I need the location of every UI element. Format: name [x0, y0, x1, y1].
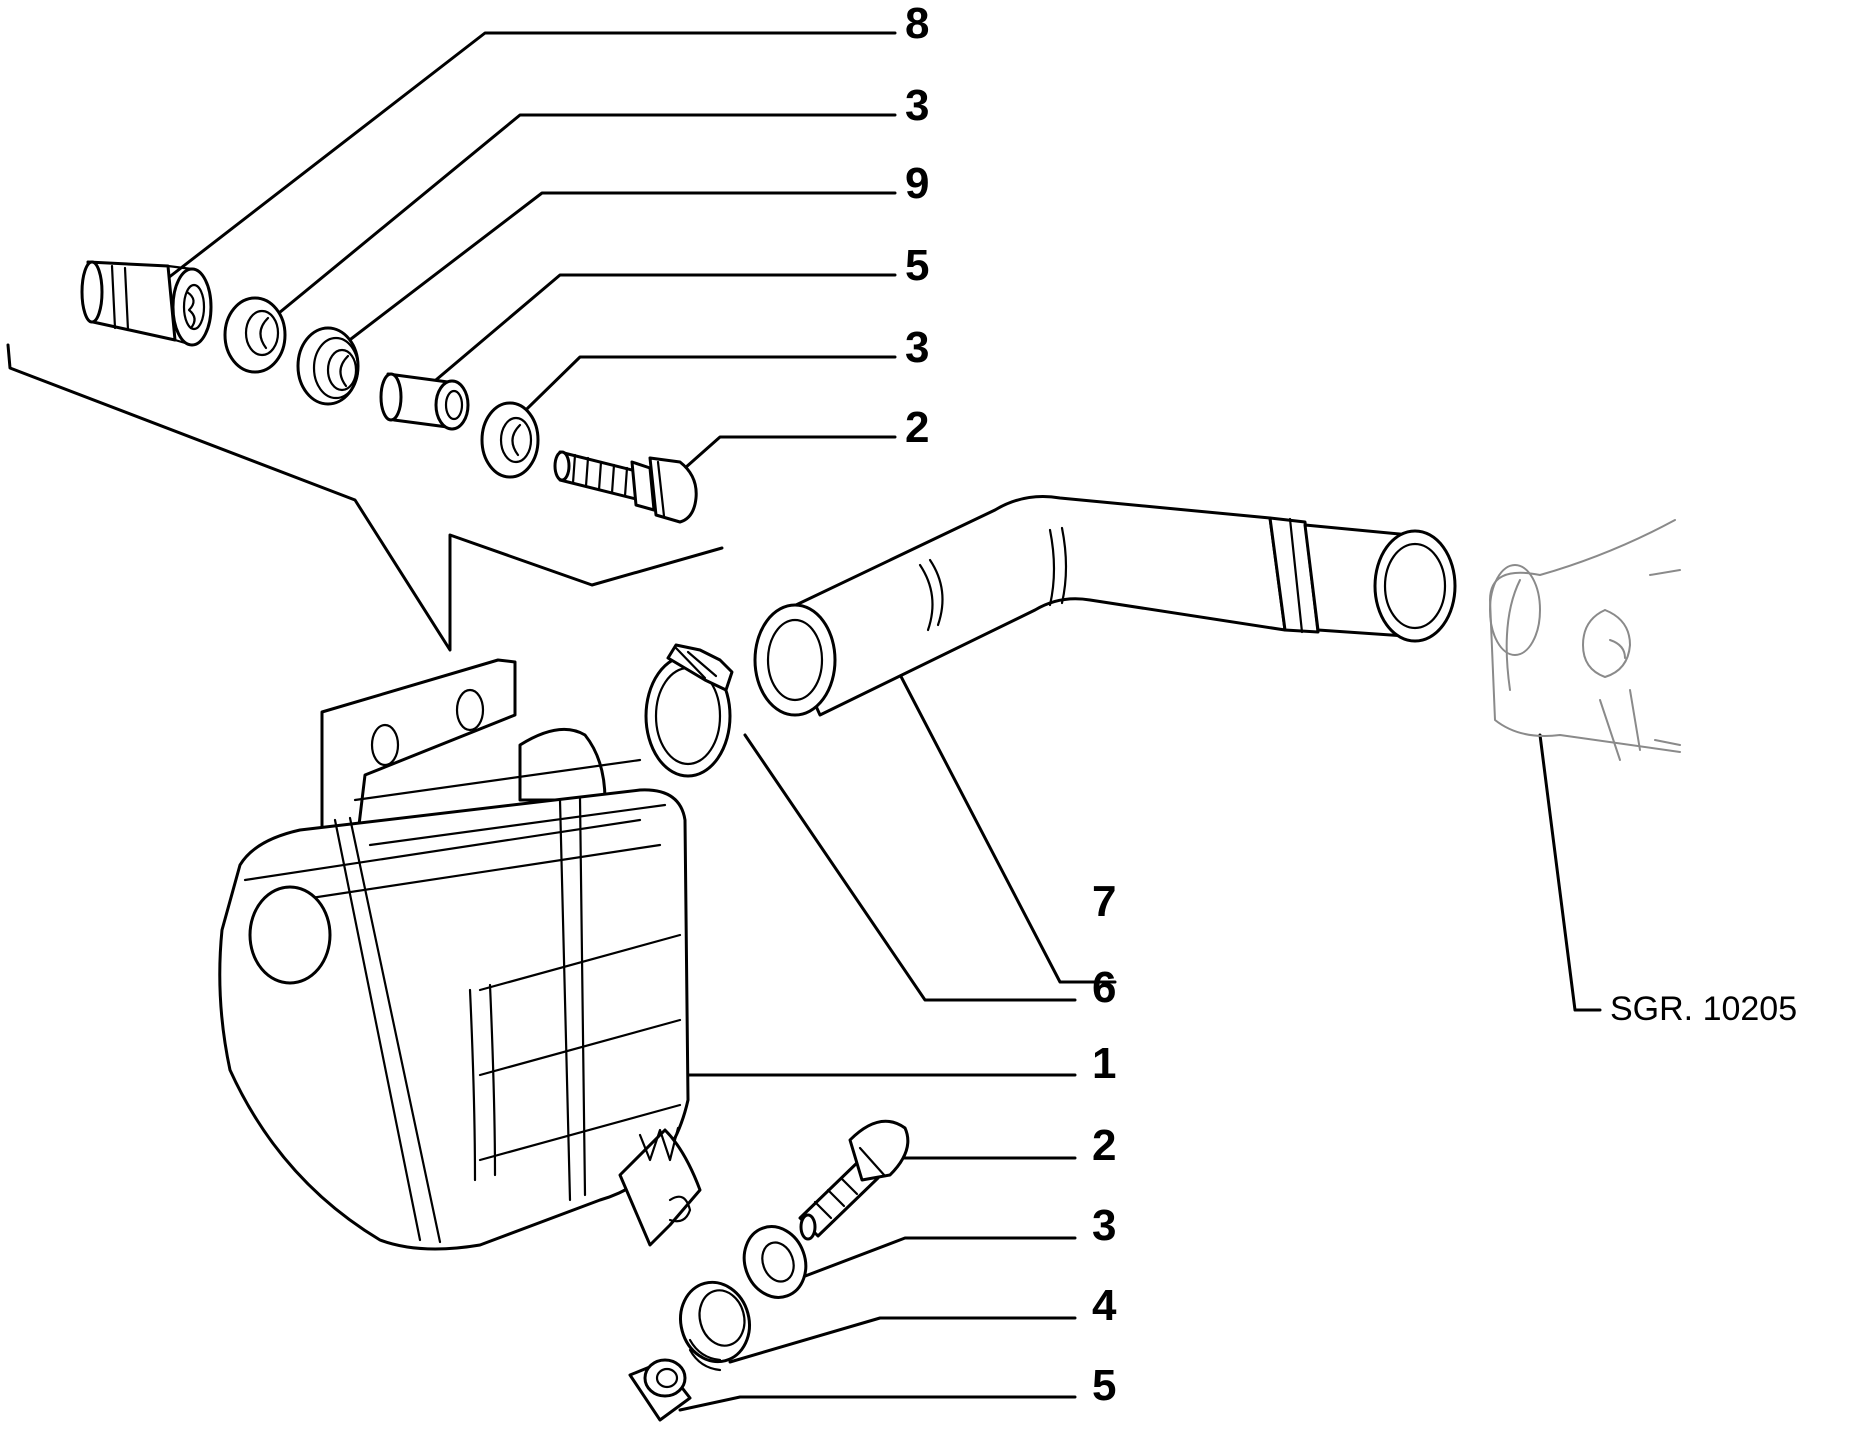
callout-3: 3	[1092, 1201, 1117, 1250]
grommet-4	[679, 1280, 751, 1372]
washer-3-top	[223, 296, 287, 374]
callout-8: 8	[905, 0, 930, 48]
callout-5: 5	[905, 241, 930, 290]
callout-3: 3	[905, 81, 930, 130]
leader-3-top	[266, 113, 897, 324]
callout-2: 2	[905, 403, 930, 452]
leader-2-top	[683, 435, 897, 470]
washer-3-bottom	[742, 1225, 808, 1299]
callout-3: 3	[905, 323, 930, 372]
callout-9: 9	[905, 159, 930, 208]
leader-9	[328, 191, 897, 357]
grommet-9	[296, 326, 360, 406]
reference-label: SGR. 10205	[1610, 990, 1798, 1028]
leader-sgr	[1538, 733, 1602, 1012]
leader-3-mid	[488, 355, 897, 447]
leader-5-top	[428, 273, 897, 387]
callout-1: 1	[1092, 1039, 1117, 1088]
bolt-2-bottom	[798, 1119, 910, 1241]
leader-3-bottom	[798, 1236, 1077, 1280]
leader-lines	[166, 31, 1602, 1412]
group-bracket	[6, 343, 724, 652]
washer-3-mid	[480, 401, 540, 479]
leader-5-bottom	[678, 1395, 1077, 1412]
callout-5: 5	[1092, 1361, 1117, 1410]
callout-4: 4	[1092, 1281, 1117, 1330]
bolt-2-top	[553, 450, 698, 524]
reference-component-sgr	[1489, 519, 1681, 761]
leader-8	[166, 31, 897, 280]
spacer-5-top	[379, 372, 470, 431]
expansion-tank-1	[218, 658, 702, 1251]
callout-2: 2	[1092, 1121, 1117, 1170]
leader-6	[743, 733, 1077, 1002]
leader-4	[728, 1316, 1077, 1364]
spacer-5-bottom	[628, 1358, 692, 1422]
hose-7	[753, 495, 1457, 717]
callout-6: 6	[1092, 963, 1117, 1012]
leader-7	[893, 663, 1117, 984]
hose-clamp-6	[644, 643, 734, 778]
union-fitting-8	[80, 260, 213, 347]
callout-7: 7	[1092, 877, 1117, 926]
